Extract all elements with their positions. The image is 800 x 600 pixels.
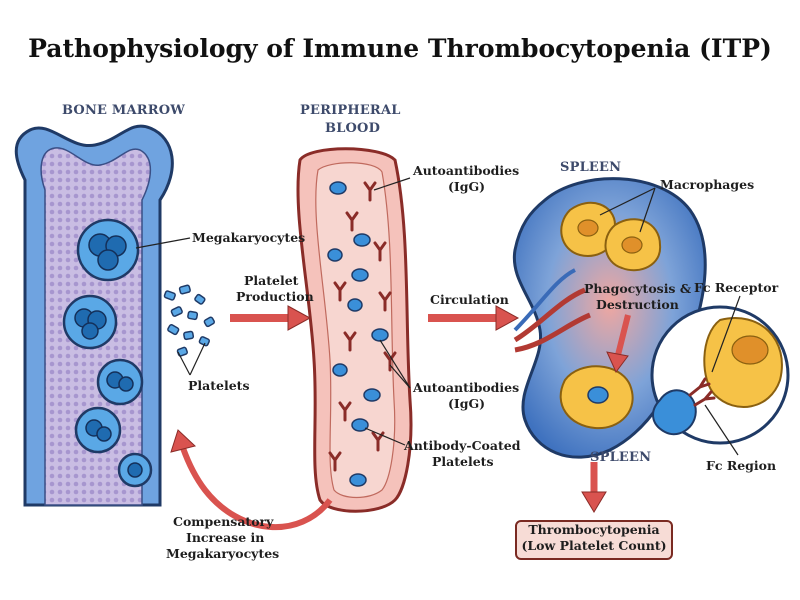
splenic-vessels xyxy=(513,287,591,353)
bone-pointers xyxy=(135,237,206,376)
blood-pointers xyxy=(364,177,411,446)
label-compensatory-line1: Compensatory xyxy=(173,514,274,529)
thrombocytopenia-result-box: Thrombocytopenia (Low Platelet Count) xyxy=(515,520,673,560)
label-autoantibodies-top-line1: Autoantibodies xyxy=(413,163,520,178)
megakaryocyte-cell xyxy=(117,452,153,488)
section-spleen-top: SPLEEN xyxy=(560,160,622,175)
label-platelet-production-line2: Production xyxy=(236,289,314,304)
result-line2: (Low Platelet Count) xyxy=(521,538,667,553)
section-bone-marrow: BONE MARROW xyxy=(62,103,186,118)
antibodies-in-blood xyxy=(328,181,397,472)
label-compensatory-line3: Megakaryocytes xyxy=(166,546,280,561)
spleen-pointers xyxy=(599,187,741,456)
megakaryocyte-cell xyxy=(74,406,122,454)
label-circulation: Circulation xyxy=(430,292,509,307)
label-phagocytosis-line2: Destruction xyxy=(596,297,679,312)
thrombocytopenia-arrow xyxy=(581,462,607,513)
macrophage-cell xyxy=(604,218,662,272)
circulation-arrow xyxy=(428,305,520,331)
label-macrophages: Macrophages xyxy=(660,177,755,192)
blood-vessel xyxy=(296,147,413,513)
phagocytosis-arrow xyxy=(606,314,631,373)
megakaryocyte-cell xyxy=(96,358,144,406)
diagram-title: Pathophysiology of Immune Thrombocytopen… xyxy=(28,34,772,63)
macrophage-engulfing xyxy=(559,365,634,430)
label-platelet-production-line1: Platelet xyxy=(244,273,299,288)
label-compensatory-line2: Increase in xyxy=(186,530,265,545)
megakaryocyte-cell xyxy=(62,294,118,350)
label-phagocytosis-line1: Phagocytosis & xyxy=(584,281,692,296)
result-line1: Thrombocytopenia xyxy=(528,522,660,537)
label-autoantibodies-mid-line2: (IgG) xyxy=(448,396,486,411)
label-platelets: Platelets xyxy=(188,378,250,393)
label-fc-region: Fc Region xyxy=(706,458,777,473)
label-fc-receptor: Fc Receptor xyxy=(694,280,779,295)
megakaryocyte-cell xyxy=(76,218,140,282)
label-autoantibodies-mid-line1: Autoantibodies xyxy=(413,380,520,395)
section-peripheral-blood-line2: BLOOD xyxy=(325,121,381,136)
label-megakaryocytes: Megakaryocytes xyxy=(192,230,306,245)
macrophages xyxy=(559,201,662,430)
macrophage-cell xyxy=(560,201,617,257)
vessel-lumen xyxy=(315,162,396,499)
released-platelets xyxy=(163,284,215,357)
platelet-production-arrow xyxy=(230,305,312,331)
label-autoantibodies-top-line2: (IgG) xyxy=(448,179,486,194)
megakaryocytes xyxy=(62,218,153,488)
fc-inset xyxy=(650,305,790,445)
section-peripheral-blood-line1: PERIPHERAL xyxy=(300,103,401,118)
label-antibody-coated-line1: Antibody-Coated xyxy=(404,438,521,453)
section-spleen-bottom: SPLEEN xyxy=(590,450,652,465)
platelets-in-blood xyxy=(327,181,389,487)
label-antibody-coated-line2: Platelets xyxy=(432,454,494,469)
compensatory-arrow xyxy=(170,429,333,531)
